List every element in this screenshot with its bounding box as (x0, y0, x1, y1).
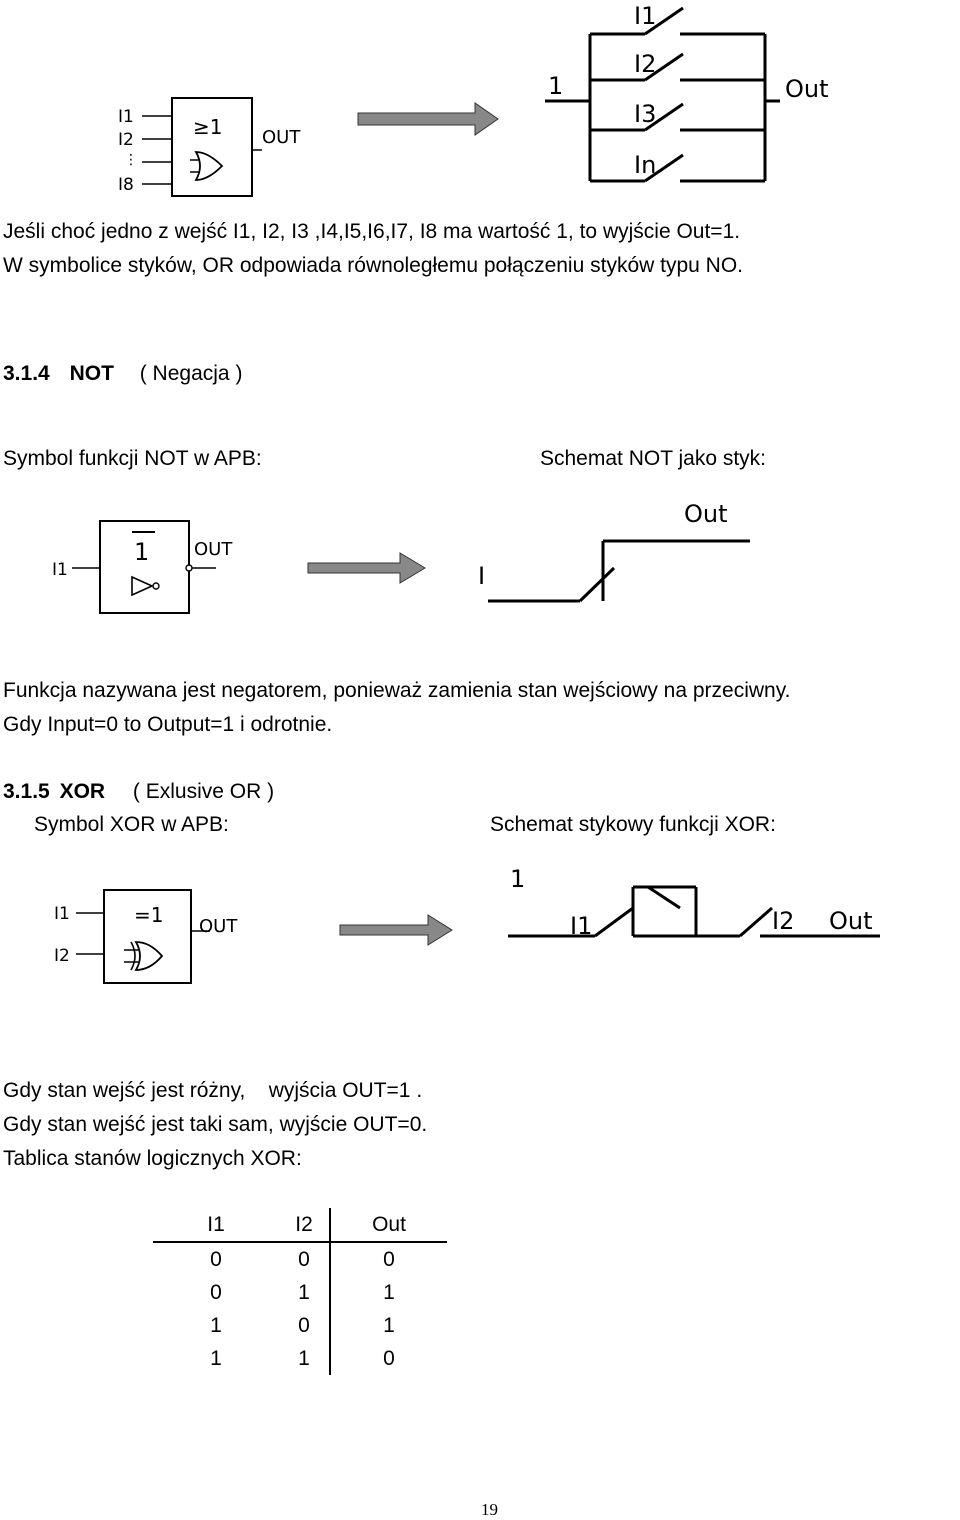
or-gate-ellipsis: ⋮ (124, 152, 138, 168)
page-number: 19 (481, 1500, 498, 1519)
xor-section-heading: 3.1.5 XOR ( Exlusive OR ) (3, 778, 274, 806)
or-shape-icon (194, 151, 224, 181)
xor-contact-schematic (508, 885, 880, 938)
not-gate-symbol: I1 1 OUT (52, 520, 233, 614)
not-contact-schematic (488, 539, 750, 603)
table-row: 1 1 0 (153, 1342, 447, 1375)
xor-section-name: XOR (59, 780, 106, 803)
xor-contact-output-label: Out (829, 907, 873, 935)
table-row: 0 1 1 (153, 1276, 447, 1309)
truth-table-header-row: I1 I2 Out (153, 1208, 447, 1242)
not-gate-output-label: OUT (194, 539, 233, 560)
buffer-triangle-icon (131, 575, 154, 597)
or-gate-input-1: I1 (118, 107, 134, 127)
not-gate-input-label: I1 (52, 560, 68, 580)
truth-table-header-i2: I2 (279, 1208, 331, 1242)
table-cell: 0 (210, 1280, 222, 1304)
table-cell: 0 (383, 1247, 395, 1271)
table-cell: 0 (279, 1309, 331, 1342)
or-contact-output-label: Out (785, 75, 829, 103)
inversion-circle-icon (152, 582, 160, 590)
xor-shape-icon (134, 941, 164, 971)
table-cell: 0 (383, 1346, 395, 1370)
arrow-right-icon (307, 552, 426, 584)
truth-table-header-out: Out (372, 1212, 406, 1236)
or-gate-input-2: I2 (118, 130, 134, 150)
or-contact-label-i2: I2 (634, 50, 656, 78)
not-gate-symbol-text: 1 (134, 538, 149, 566)
table-cell: 0 (279, 1242, 331, 1276)
not-description-line-1: Funkcja nazywana jest negatorem, poniewa… (3, 679, 791, 702)
not-contact-input-label: I (478, 562, 485, 590)
xor-description-line-2: Gdy stan wejść jest taki sam, wyjście OU… (3, 1113, 428, 1136)
not-schema-label: Schemat NOT jako styk: (540, 447, 767, 470)
arrow-right-icon (357, 102, 499, 136)
or-gate-output-label: OUT (262, 127, 301, 148)
table-cell: 1 (210, 1313, 222, 1337)
table-cell: 1 (279, 1276, 331, 1309)
xor-contact-label-i1: I1 (570, 912, 592, 940)
xor-gate-symbol: I1 I2 =1 OUT (54, 889, 238, 984)
xor-contact-input-label: 1 (510, 865, 525, 893)
table-cell: 1 (210, 1346, 222, 1370)
xor-gate-input-1: I1 (54, 904, 70, 924)
table-row: 0 0 0 (153, 1242, 447, 1276)
xor-description-line-1: Gdy stan wejść jest różny, wyjścia OUT=1… (3, 1079, 423, 1102)
xor-section-subtitle: ( Exlusive OR ) (132, 780, 275, 803)
table-row: 1 0 1 (153, 1309, 447, 1342)
truth-table-header-i1: I1 (207, 1212, 225, 1236)
or-contact-schematic (545, 6, 780, 183)
table-cell: 0 (210, 1247, 222, 1271)
xor-gate-input-2: I2 (54, 946, 70, 966)
not-contact-output-label: Out (684, 500, 728, 528)
table-cell: 1 (383, 1280, 395, 1304)
arrow-right-icon (339, 914, 453, 946)
xor-gate-output-label: OUT (199, 916, 238, 937)
or-description-line-1: Jeśli choć jedno z wejść I1, I2, I3 ,I4,… (3, 220, 741, 243)
table-cell: 1 (383, 1313, 395, 1337)
or-contact-label-in: In (634, 151, 656, 179)
xor-truth-table-title: Tablica stanów logicznych XOR: (3, 1147, 302, 1170)
xor-symbol-label: Symbol XOR w APB: (34, 813, 229, 836)
or-gate-symbol: I1 I2 ⋮ I8 ≥1 OUT (118, 97, 301, 197)
xor-truth-table: I1 I2 Out 0 0 0 0 1 1 1 0 1 1 (153, 1208, 447, 1375)
or-contact-label-i3: I3 (634, 100, 656, 128)
xor-gate-symbol-text: =1 (134, 903, 163, 927)
not-section-name: NOT (69, 362, 114, 385)
not-symbol-label: Symbol funkcji NOT w APB: (3, 447, 262, 470)
table-cell: 1 (279, 1342, 331, 1375)
xor-schema-label: Schemat stykowy funkcji XOR: (490, 813, 776, 836)
not-section-heading: 3.1.4 NOT ( Negacja ) (3, 360, 242, 388)
or-contact-label-i1: I1 (634, 2, 656, 30)
not-section-number: 3.1.4 (3, 362, 50, 385)
or-gate-input-8: I8 (118, 175, 134, 195)
or-gate-symbol-text: ≥1 (193, 115, 222, 139)
or-contact-input-label: 1 (548, 72, 563, 100)
not-section-subtitle: ( Negacja ) (139, 362, 243, 385)
xor-section-number: 3.1.5 (3, 780, 50, 803)
or-description-line-2: W symbolice styków, OR odpowiada równole… (3, 254, 743, 277)
not-description-line-2: Gdy Input=0 to Output=1 i odrotnie. (3, 713, 333, 736)
xor-contact-label-i2: I2 (772, 907, 794, 935)
